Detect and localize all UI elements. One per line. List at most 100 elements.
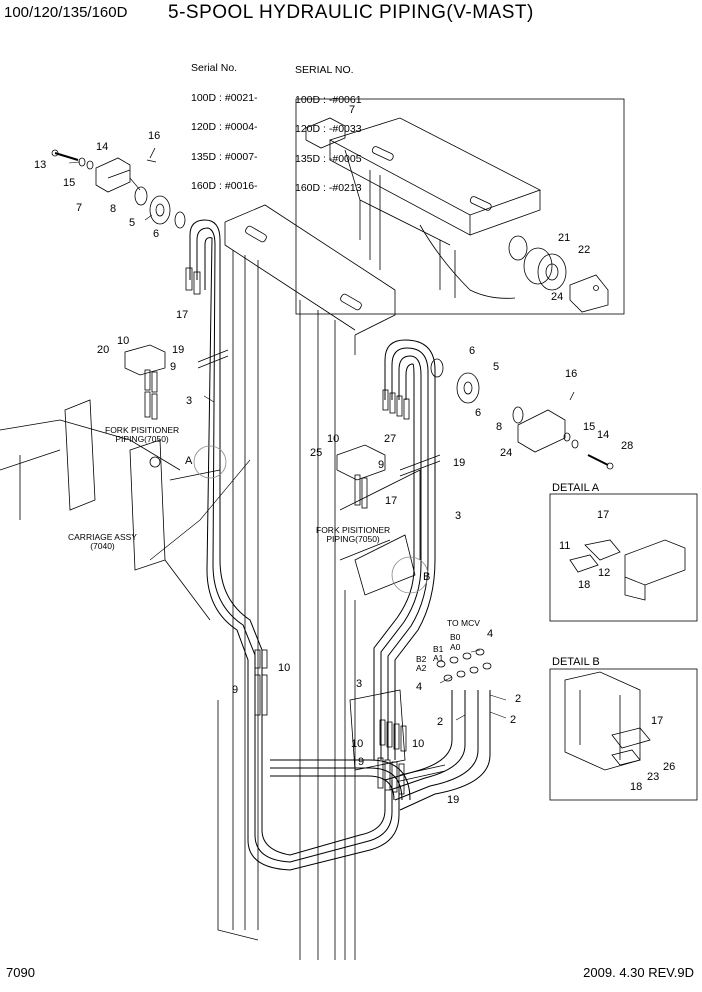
callout-27: 27 [384,433,397,445]
callout-14: 14 [96,141,109,153]
carriage-assy-note: CARRIAGE ASSY (7040) [68,533,137,551]
detail-a-circle [193,445,227,479]
inset-crossmember [328,117,542,299]
callout-2-left: 2 [437,716,444,728]
clamp-19-bottom [399,764,446,782]
detail-b-frame [549,668,698,801]
callout-19: 19 [172,344,185,356]
callout-24-inset: 24 [551,291,564,303]
note-line: FORK PISITIONER [316,525,391,535]
detail-a-callout-12: 12 [598,567,611,579]
callout-6: 6 [153,228,160,240]
callout-2-right: 2 [515,693,522,705]
callout-4-top: 4 [487,628,494,640]
callout-10-bottom-left: 10 [351,738,364,750]
note-line: PIPING(7050) [326,534,380,544]
detail-a-marker: A [185,455,193,467]
detail-a-title: DETAIL A [552,482,600,494]
serial-line: 100D : -#0061 [295,93,362,106]
inset-frame [295,98,625,315]
callout-9-bottom: 9 [358,756,365,768]
callout-17-mid: 17 [385,495,398,507]
port-label-a2: A2 [416,663,427,673]
serial-line: 100D : #0021- [191,91,258,104]
detail-a-parts [569,539,686,601]
callout-5: 5 [129,217,136,229]
hose-bundle-right [373,339,491,811]
callout-22: 22 [578,244,591,256]
port-label-b0: B0 [450,632,461,642]
to-mcv-label: TO MCV [447,618,480,628]
callout-21: 21 [558,232,571,244]
callout-10-mid: 10 [327,433,340,445]
detail-a-callout-11: 11 [559,540,571,552]
detail-b-title: DETAIL B [552,656,600,668]
model-range: 100/120/135/160D [4,4,128,21]
mast-left [217,204,396,960]
port-label-a1: A1 [433,653,444,663]
callout-9-mid: 9 [378,459,385,471]
callout-3: 3 [186,395,193,407]
fork-positioner-note-left: FORK PISITIONER PIPING(7050) [105,426,179,444]
serial-line: 160D : #0016- [191,180,258,192]
serial-heading: SERIAL NO. [295,64,354,76]
callout-8-right: 8 [496,421,503,433]
detail-b-callout-18: 18 [630,781,643,793]
carriage-assy [0,399,221,621]
callout-5-right: 5 [493,361,500,373]
detail-a-callout-18: 18 [578,579,591,591]
callout-14-right: 14 [597,429,610,441]
detail-b-marker: B [423,571,431,583]
serial-heading: Serial No. [191,62,238,74]
callout-3-right: 3 [455,510,462,522]
inset-pulley [508,235,609,313]
mast-right [339,469,421,960]
callout-7: 7 [76,202,83,214]
clamp-19-top [197,349,229,369]
callout-8: 8 [110,203,117,215]
callout-6-lower: 6 [475,407,482,419]
callout-15-right: 15 [583,421,596,433]
port-label-a0: A0 [450,642,461,652]
callout-4-left: 4 [416,681,423,693]
callout-17: 17 [176,309,189,321]
callout-13: 13 [34,159,47,171]
callout-16-right: 16 [565,368,578,380]
fittings-right [336,389,492,795]
note-line: PIPING(7050) [115,434,169,444]
serial-line: 120D : #0004- [191,121,258,133]
callout-28: 28 [621,440,634,452]
callout-10-bottom-right: 10 [412,738,425,750]
callout-3-low: 3 [356,678,363,690]
detail-b-callout-26: 26 [663,761,676,773]
callout-24-right: 24 [500,447,513,459]
detail-b-parts [564,671,651,771]
callout-7-inset: 7 [349,104,356,116]
bracket-7-inset [305,117,346,149]
callout-16: 16 [148,130,161,142]
fittings-left [124,267,268,716]
callout-19-bottom: 19 [447,794,460,806]
exploded-parts-right [430,358,614,470]
page-title: 5-SPOOL HYDRAULIC PIPING(V-MAST) [168,2,534,23]
callout-6-right: 6 [469,345,476,357]
callout-25: 25 [310,447,323,459]
callout-9: 9 [170,361,177,373]
detail-b-callout-17: 17 [651,715,664,727]
serial-block-left: Serial No. 100D : #0021- 120D : #0004- 1… [191,43,258,201]
detail-a-callout-17: 17 [597,509,610,521]
port-label-b1: B1 [433,644,444,654]
callout-15: 15 [63,177,76,189]
callout-10-low: 10 [278,662,291,674]
clamp-19-mid [399,454,441,477]
serial-line: 160D : -#0213 [295,182,362,194]
detail-b-callout-23: 23 [647,771,660,783]
page-number: 7090 [6,965,35,980]
serial-line: 135D : -#0005 [295,152,362,165]
revision-date: 2009. 4.30 REV.9D [583,965,694,980]
note-line: (7040) [90,541,115,551]
callout-9-low: 9 [232,684,239,696]
port-label-b2: B2 [416,654,427,664]
callout-20: 20 [97,344,110,356]
serial-block-right: SERIAL NO. 100D : -#0061 120D : -#0033 1… [295,45,362,203]
